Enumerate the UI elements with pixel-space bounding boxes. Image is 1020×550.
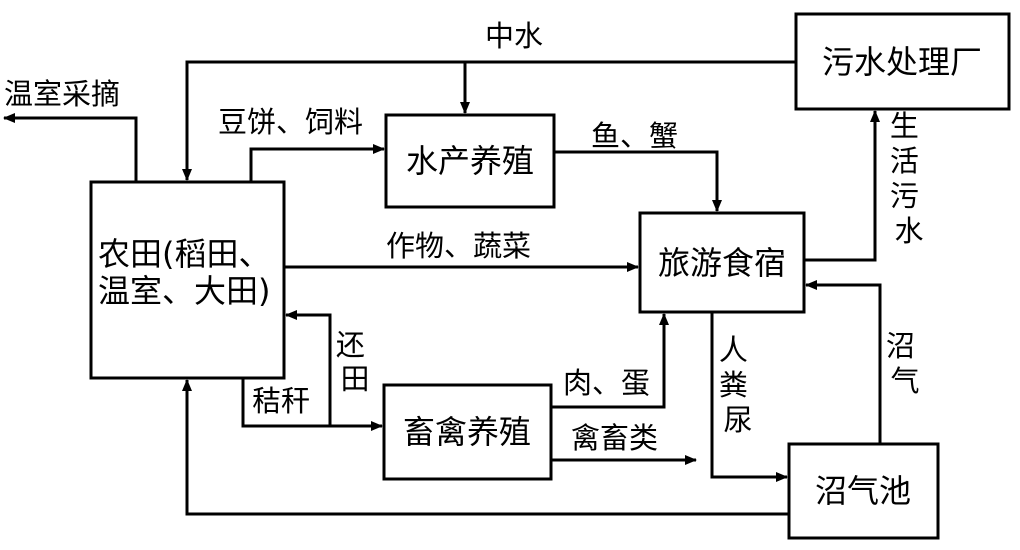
label-reclaimed-water: 中水 <box>485 19 543 53</box>
edge-domestic-sewage <box>804 110 880 262</box>
label-biogas: 沼 气 <box>886 329 924 398</box>
farmland-label-line2: 温室、大田) <box>98 272 271 310</box>
edge-greenhouse-picking <box>3 113 138 182</box>
label-greenhouse-picking: 温室采摘 <box>4 77 120 111</box>
label-crops-veg: 作物、蔬菜 <box>386 229 531 263</box>
label-return-field: 还 田 <box>336 328 374 396</box>
edge-meat-egg <box>551 313 669 409</box>
edge-excreta <box>710 312 788 482</box>
edge-biogas <box>805 280 882 444</box>
label-poultry-livestock: 禽畜类 <box>571 421 658 455</box>
label-domestic-sewage: 生 活 污 水 <box>890 109 928 248</box>
biogas-pit-label: 沼气池 <box>815 472 911 510</box>
sewage-plant-box <box>794 12 1011 111</box>
label-excreta: 人 粪 尿 <box>719 333 757 437</box>
label-feed: 豆饼、饲料 <box>218 105 363 139</box>
edge-fish-crab <box>554 150 722 212</box>
edge-feed <box>249 144 385 182</box>
aquaculture-label: 水产养殖 <box>406 142 534 180</box>
edge-straw <box>241 378 383 431</box>
label-fish-crab: 鱼、蟹 <box>591 119 678 153</box>
tourism-box <box>638 211 806 314</box>
label-straw: 秸秆 <box>252 384 310 418</box>
farmland-box <box>89 180 286 380</box>
edge-reclaimed-water-farmland <box>182 60 796 181</box>
aquaculture-box <box>384 113 556 209</box>
edge-return-field <box>285 310 332 426</box>
sewage-plant-label: 污水处理厂 <box>822 43 982 81</box>
edge-biogas-residue <box>182 379 789 516</box>
tourism-label: 旅游食宿 <box>658 244 786 282</box>
biogas-pit-box <box>787 442 940 540</box>
livestock-label: 畜禽养殖 <box>403 413 531 451</box>
farmland-label-line1: 农田(稻田、 <box>98 235 271 273</box>
label-meat-egg: 肉、蛋 <box>563 366 650 400</box>
livestock-box <box>382 383 553 481</box>
